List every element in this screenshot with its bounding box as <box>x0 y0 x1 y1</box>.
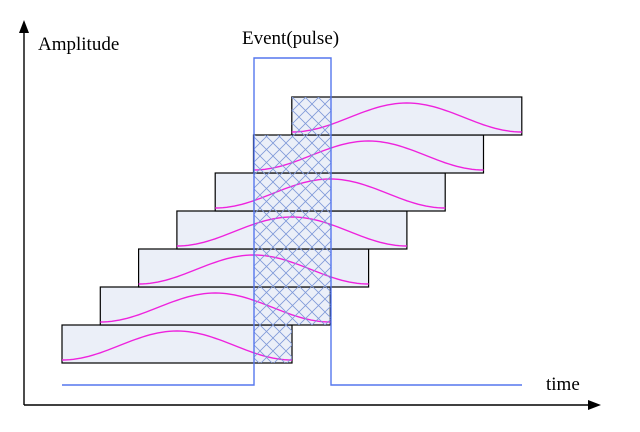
axes <box>19 20 601 410</box>
x-axis-arrow-icon <box>588 400 601 410</box>
hatch-fill <box>254 287 331 325</box>
hatch-fill <box>254 173 331 211</box>
hatch-fill <box>254 249 331 287</box>
hatch-fill <box>291 97 331 135</box>
event-label: Event(pulse) <box>242 28 339 49</box>
hatch-fill <box>254 211 331 249</box>
hatch-fill <box>254 325 292 363</box>
pulse-overlap-hatching <box>254 97 331 363</box>
y-axis-label: Amplitude <box>38 34 119 55</box>
hatch-fill <box>254 135 331 173</box>
y-axis-arrow-icon <box>19 20 29 33</box>
x-axis-label: time <box>546 374 580 395</box>
event-pulse-line <box>62 57 522 386</box>
